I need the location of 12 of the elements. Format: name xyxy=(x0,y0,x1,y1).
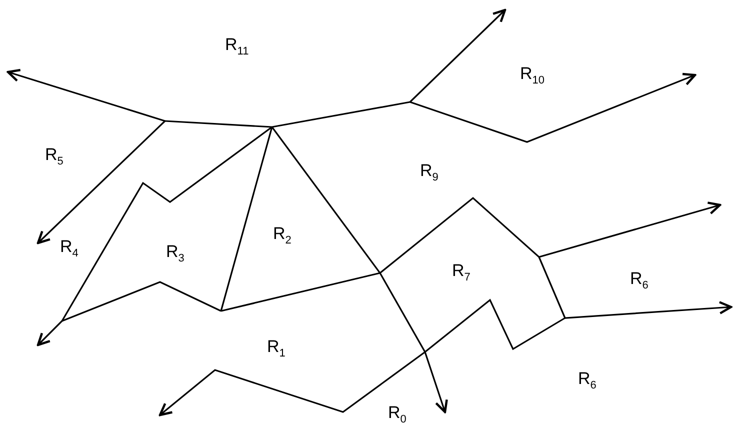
region-label: R$_{6}$ xyxy=(578,370,596,392)
region-label: R$_{6}$ xyxy=(630,270,648,292)
region-label: R$_{4}$ xyxy=(60,238,78,260)
region-label: R$_{10}$ xyxy=(520,65,545,86)
region-label: R$_{2}$ xyxy=(273,225,292,246)
region-label: R$_{11}$ xyxy=(225,36,249,58)
region-label: R$_{9}$ xyxy=(420,162,438,184)
region-label: R$_{5}$ xyxy=(45,146,64,168)
region-label: R$_{7}$ xyxy=(452,262,470,284)
region-label: R$_{0}$ xyxy=(388,404,406,426)
region-label: R$_{1}$ xyxy=(267,338,286,360)
region-label: R$_{3}$ xyxy=(166,243,184,264)
